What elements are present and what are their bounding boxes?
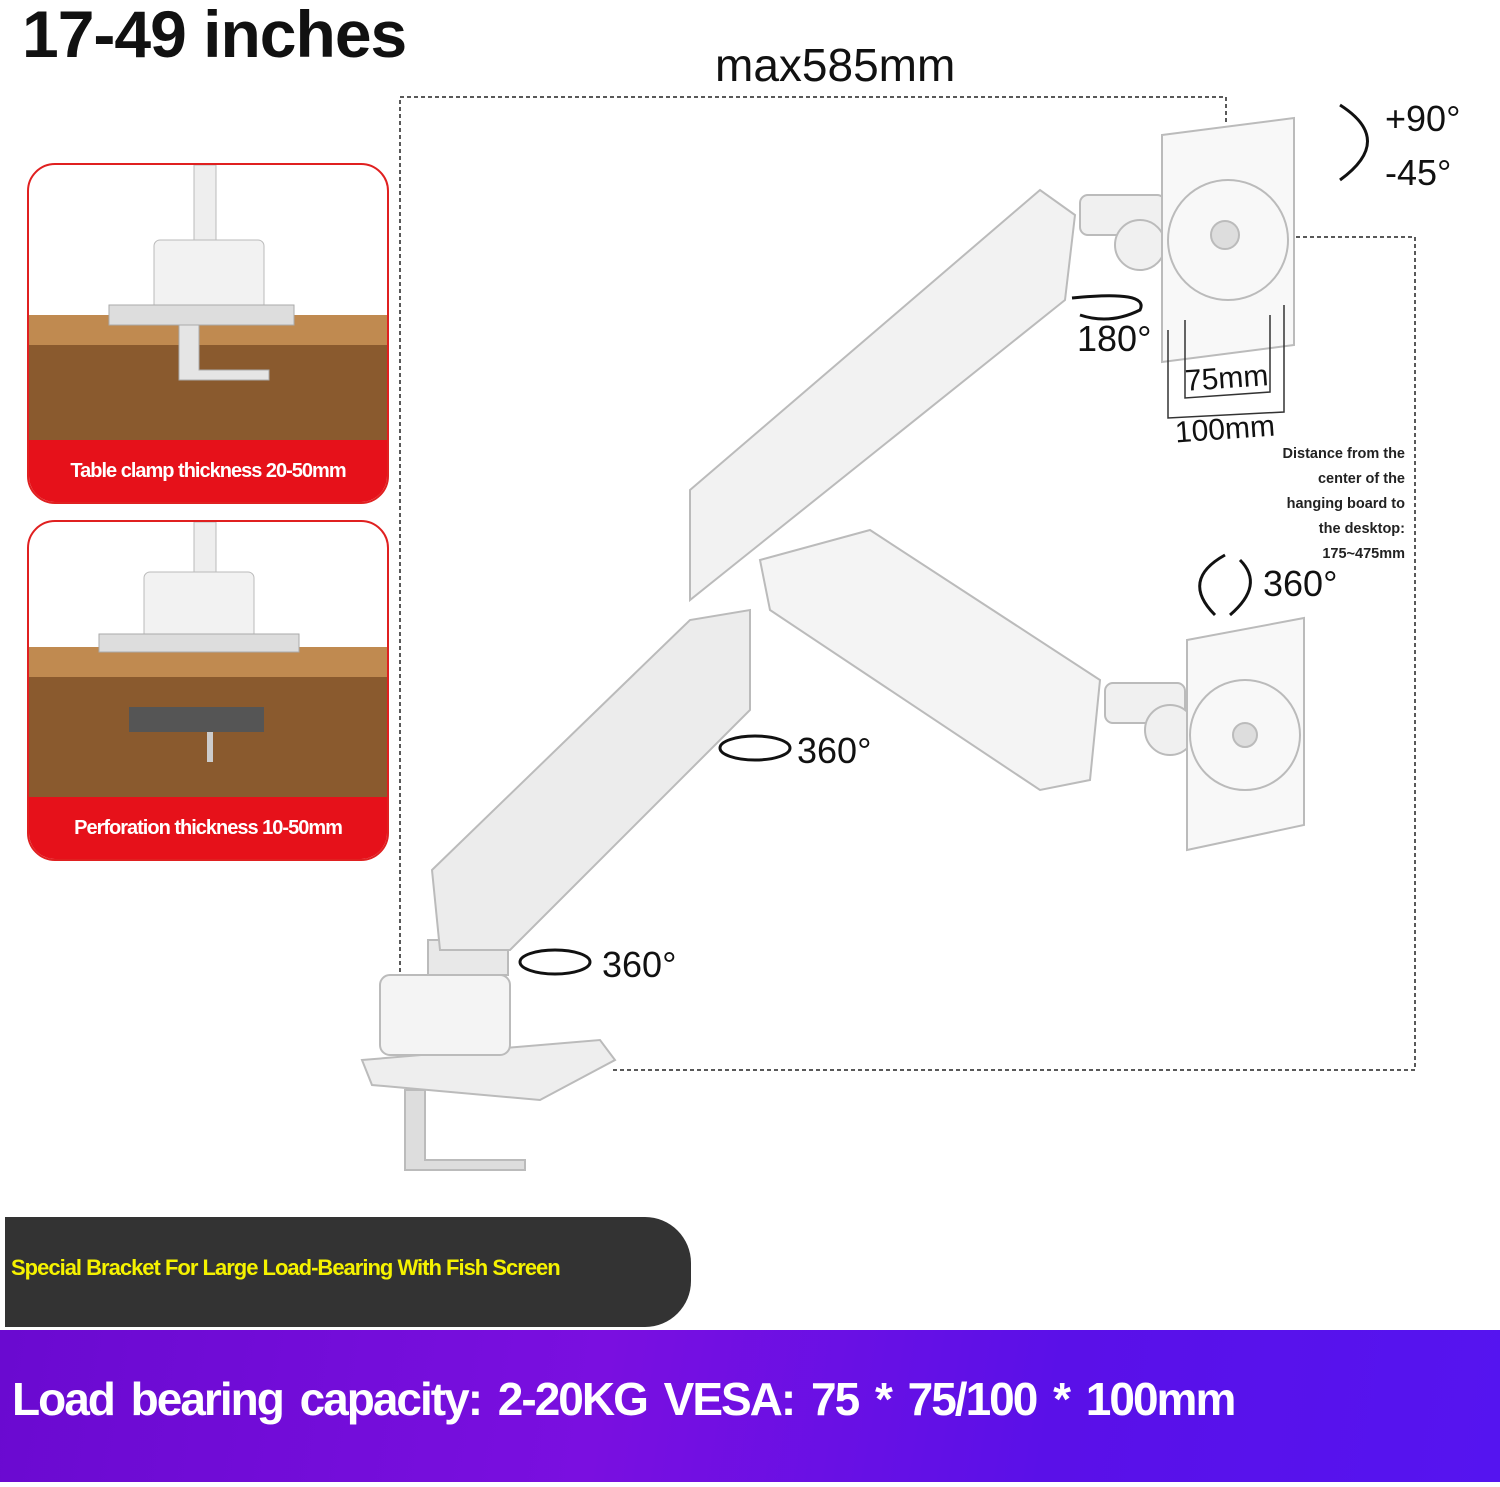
distance-note-line: hanging board to: [1286, 496, 1405, 512]
tilt-down-label: -45°: [1385, 152, 1452, 193]
monitor-arm-illustration: [360, 96, 1416, 1171]
vesa-inner-label: 75mm: [1183, 359, 1270, 398]
rotation-arrow-icons: [518, 103, 1369, 976]
distance-note-line: 175~475mm: [1322, 546, 1405, 562]
upper-head: [1079, 116, 1295, 364]
spec-bar-text: Load bearing capacity: 2-20KG VESA: 75 *…: [12, 1373, 1236, 1425]
grommet-install-panel: Perforation thickness 10-50mm: [27, 520, 389, 861]
clamp-photo: [29, 165, 387, 440]
feature-banner: Special Bracket For Large Load-Bearing W…: [5, 1217, 691, 1327]
tilt-arrow-icon: [1339, 103, 1369, 182]
elbow-rotation-label: 360°: [797, 730, 872, 771]
distance-note-line: center of the: [1317, 471, 1405, 487]
distance-note-line: Distance from the: [1282, 446, 1405, 462]
vesa-dimension-brackets: [1167, 305, 1285, 419]
elbow-360-arrow-icon: [718, 734, 792, 762]
grommet-photo: [29, 522, 387, 797]
lower-arm: [427, 188, 1102, 976]
tilt-up-label: +90°: [1385, 98, 1461, 139]
swivel-180-arrow-icon: [1071, 294, 1143, 321]
distance-note: Distance from the center of the hanging …: [1240, 442, 1405, 567]
rotate-360-arrow-icon: [1198, 553, 1252, 617]
clamp-install-panel: Table clamp thickness 20-50mm: [27, 163, 389, 504]
base-rotation-label: 360°: [602, 944, 677, 985]
panel-caption: Perforation thickness 10-50mm: [29, 797, 387, 859]
rotate-plate-label: 360°: [1263, 563, 1338, 604]
desk-clamp: [360, 974, 617, 1171]
max-reach-label: max585mm: [715, 39, 956, 91]
page-title: 17-49 inches: [22, 0, 407, 71]
distance-note-line: the desktop:: [1318, 521, 1405, 537]
base-360-arrow-icon: [518, 948, 592, 976]
feature-banner-text: Special Bracket For Large Load-Bearing W…: [11, 1255, 561, 1280]
dimension-lines: [399, 96, 1416, 1071]
panel-caption: Table clamp thickness 20-50mm: [29, 440, 387, 502]
spec-bar: Load bearing capacity: 2-20KG VESA: 75 *…: [0, 1330, 1500, 1482]
lower-head: [1104, 616, 1305, 852]
swivel-head-label: 180°: [1077, 318, 1152, 359]
